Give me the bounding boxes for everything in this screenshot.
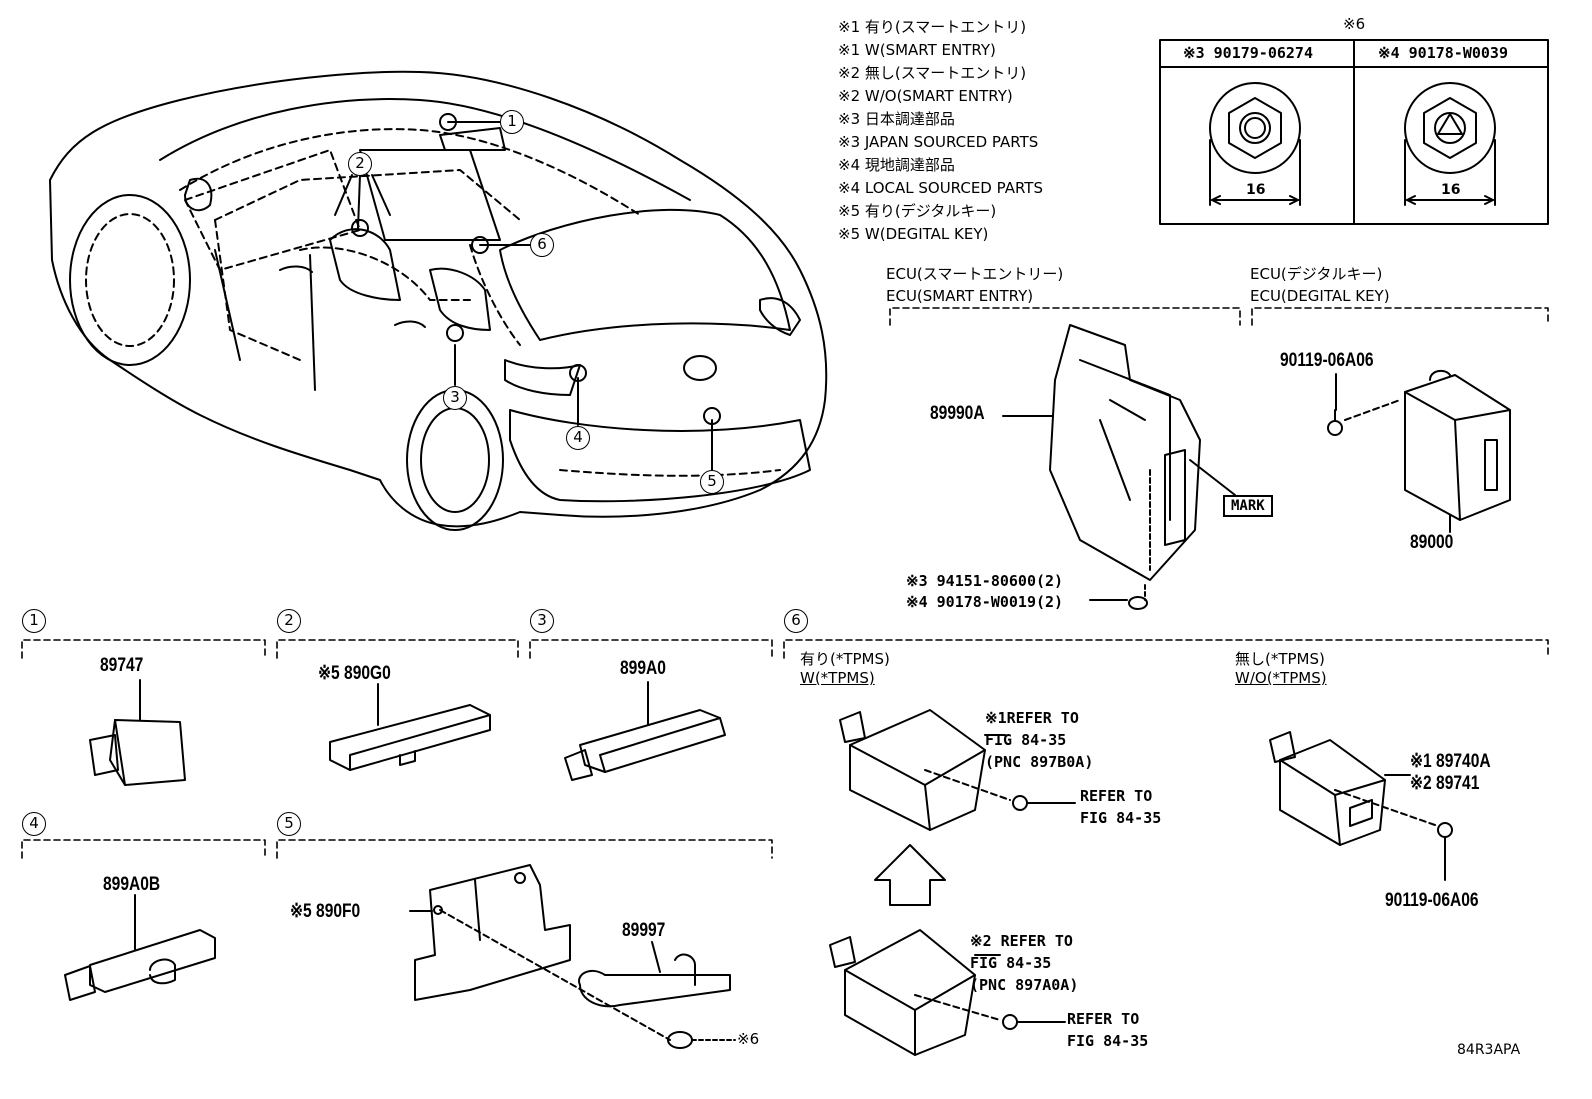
section-6-part-2-text: ※2 89741 [1410,773,1480,794]
nut-table-col2-dim: 16 [1441,182,1461,198]
nut-table-col1-dim: 16 [1246,182,1266,198]
section-6-bolt: 90119-06A06 [1385,890,1499,912]
ecu-digital-part-number: 89000 [1410,532,1463,554]
note-5-jp: ※5 有り(デジタルキー) [838,202,997,220]
ecu-digital-header-en: ECU(DEGITAL KEY) [1250,287,1390,305]
section-6-bolt-text: 90119-06A06 [1385,890,1479,911]
section-6-number: 6 [784,609,808,633]
section-2-part-number: ※5 890G0 [318,662,407,685]
mark-label: MARK [1223,495,1273,517]
ecu-smart-header-en: ECU(SMART ENTRY) [886,287,1034,305]
section-6-ref-c: ※2 REFER TO FIG 84-35 (PNC 897A0A) [970,932,1079,994]
note-1-en: ※1 W(SMART ENTRY) [838,41,996,59]
vehicle-illustration [49,70,828,531]
section-6-without-tpms-en: W/O(*TPMS) [1235,669,1327,687]
section-2-number: 2 [277,609,301,633]
section-1-part-number-text: 89747 [100,655,144,676]
ecu-smart-part-number: 89990A [930,403,997,425]
tpms-ecu-drawing-c [1269,731,1453,881]
vehicle-callout-1: 1 [500,110,524,134]
section-6-ref-b: REFER TO FIG 84-35 [1080,787,1162,827]
section-6-ref-d: REFER TO FIG 84-35 [1067,1010,1149,1050]
section-6-without-tpms-jp: 無し(*TPMS) [1235,650,1325,668]
ecu-digital-header-jp: ECU(デジタルキー) [1250,265,1383,283]
note-2-jp: ※2 無し(スマートエントリ) [838,64,1027,82]
section-6-part-1: ※1 89740A [1410,750,1508,773]
section-4-part-number: 899A0B [103,874,173,896]
ecu-digital-key-drawing [1327,369,1511,533]
upgrade-arrow [874,844,946,906]
section-6-part-2: ※2 89741 [1410,772,1495,795]
ecu-digital-bolt-number: 90119-06A06 [1280,350,1394,372]
section-5-part-a: ※5 890F0 [290,900,376,923]
ecu-digital-part-number-text: 89000 [1410,532,1454,553]
section-brackets [21,307,1549,859]
section-5-nut-ref: ※6 [737,1030,760,1048]
nut-table-title: ※6 [1343,15,1366,33]
section-6-with-tpms-en: W(*TPMS) [800,669,875,687]
section-6-with-tpms-jp: 有り(*TPMS) [800,650,890,668]
note-1-jp: ※1 有り(スマートエントリ) [838,18,1027,36]
section-4-number: 4 [22,812,46,836]
vehicle-callout-6: 6 [530,233,554,257]
nut-table-frame [1159,39,1549,225]
part-899A0-drawing [564,681,726,781]
section-6-ref-a: ※1REFER TO FIG 84-35 (PNC 897B0A) [985,709,1094,771]
tpms-ecu-drawing-b [829,929,1066,1056]
section-2-part-number-text: ※5 890G0 [318,663,391,684]
figure-code: 84R3APA [1457,1042,1521,1058]
ecu-smart-bolt-2: ※4 90178-W0019(2) [906,593,1064,611]
section-3-part-number: 899A0 [620,658,676,680]
section-5-part-b-text: 89997 [622,920,666,941]
ecu-smart-header-jp: ECU(スマートエントリー) [886,265,1064,283]
note-2-en: ※2 W/O(SMART ENTRY) [838,87,1013,105]
section-4-part-number-text: 899A0B [103,874,161,895]
vehicle-callout-4: 4 [566,426,590,450]
section-5-part-b: 89997 [622,920,675,942]
note-3-jp: ※3 日本調達部品 [838,110,955,128]
vehicle-callout-2: 2 [348,152,372,176]
ecu-smart-part-number-text: 89990A [930,403,985,424]
vehicle-callout-5: 5 [700,470,724,494]
section-6-part-1-text: ※1 89740A [1410,751,1491,772]
section-1-number: 1 [22,609,46,633]
section-3-part-number-text: 899A0 [620,658,666,679]
note-4-en: ※4 LOCAL SOURCED PARTS [838,179,1043,197]
note-5-en: ※5 W(DEGITAL KEY) [838,225,989,243]
ecu-digital-bolt-number-text: 90119-06A06 [1280,350,1374,371]
part-890G0-drawing [329,683,491,771]
ecu-smart-entry-drawing [1002,324,1236,610]
ecu-smart-bolt-1: ※3 94151-80600(2) [906,572,1064,590]
note-4-jp: ※4 現地調達部品 [838,156,955,174]
note-3-en: ※3 JAPAN SOURCED PARTS [838,133,1039,151]
nut-table-col2-label: ※4 90178-W0039 [1378,44,1508,62]
section-5-part-a-text: ※5 890F0 [290,901,361,922]
tpms-ecu-drawing-a [839,709,1076,831]
part-899A0B-drawing [64,894,216,1001]
section-1-part-number: 89747 [100,655,153,677]
vehicle-callout-3: 3 [443,386,467,410]
section-3-number: 3 [530,609,554,633]
nut-table-col1-label: ※3 90179-06274 [1183,44,1313,62]
section-5-number: 5 [277,812,301,836]
part-890F0-89997-drawing [409,864,736,1049]
part-89747-drawing [89,679,186,786]
